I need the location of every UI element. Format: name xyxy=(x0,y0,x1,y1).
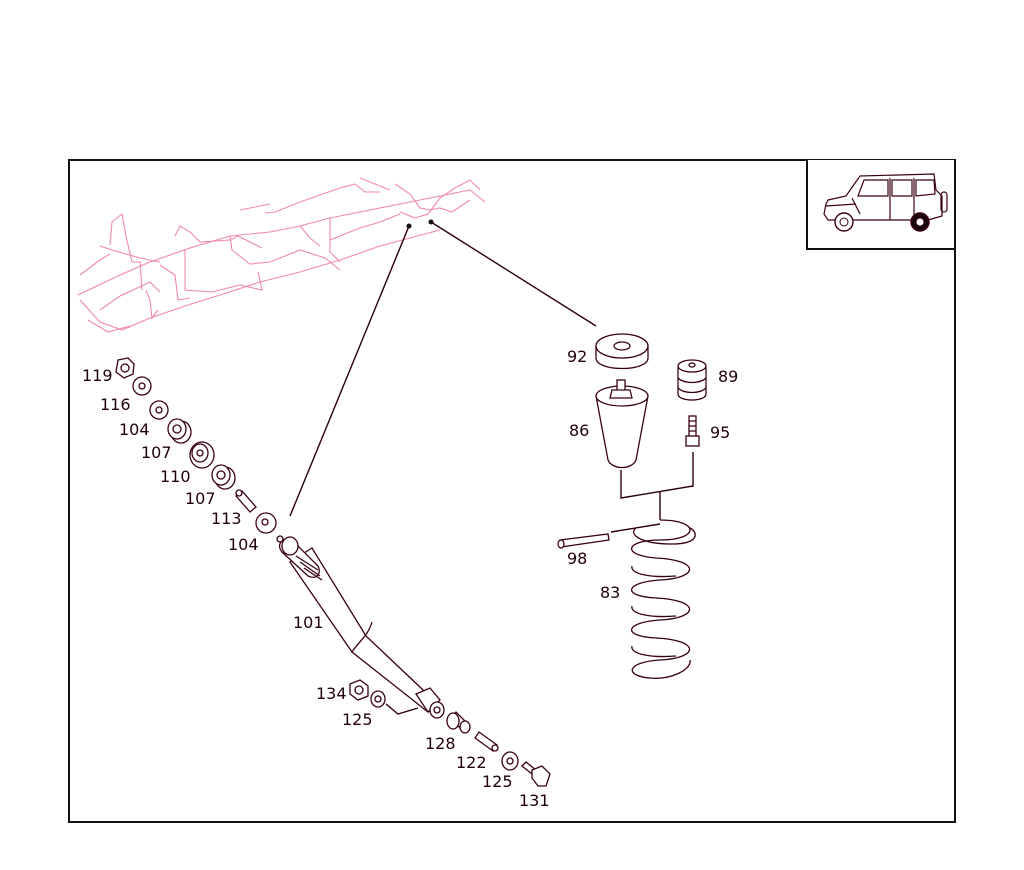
callout-134: 134 xyxy=(316,684,347,703)
callout-104-upper: 104 xyxy=(119,420,150,439)
leader-lines xyxy=(289,219,694,715)
part-92-spring-pad xyxy=(595,333,649,370)
part-101-shock-absorber xyxy=(276,535,445,719)
callout-95: 95 xyxy=(710,423,730,442)
part-107-bushing-upper xyxy=(167,418,192,444)
callout-107-lower: 107 xyxy=(185,489,216,508)
callout-125-upper: 125 xyxy=(342,710,373,729)
callout-92: 92 xyxy=(567,347,587,366)
callout-116: 116 xyxy=(100,395,131,414)
callout-128: 128 xyxy=(425,734,456,753)
callout-86: 86 xyxy=(569,421,589,440)
part-98-pin xyxy=(557,533,610,549)
vehicle-thumbnail xyxy=(806,160,954,250)
part-125-washer-upper xyxy=(370,690,386,708)
callout-104-lower: 104 xyxy=(228,535,259,554)
callout-101: 101 xyxy=(293,613,324,632)
callout-119: 119 xyxy=(82,366,113,385)
upper-mount-hardware xyxy=(115,357,277,534)
lower-mount-hardware xyxy=(349,679,551,787)
callout-125-lower: 125 xyxy=(482,772,513,791)
part-95-screw xyxy=(685,415,700,447)
callout-89: 89 xyxy=(718,367,738,386)
part-104-washer-lower xyxy=(255,512,277,534)
callout-113: 113 xyxy=(211,509,242,528)
callout-98: 98 xyxy=(567,549,587,568)
part-86-cone xyxy=(595,379,649,469)
callout-labels: 119 116 104 107 110 107 113 104 101 134 … xyxy=(82,347,738,810)
callout-131: 131 xyxy=(519,791,550,810)
part-125-washer-lower xyxy=(501,751,519,771)
part-134-hex-nut xyxy=(349,679,369,701)
part-122-sleeve xyxy=(474,731,499,752)
spring-upper-components xyxy=(595,333,707,469)
callout-83: 83 xyxy=(600,583,620,602)
part-104-washer-upper xyxy=(149,400,169,420)
part-83-coil-spring xyxy=(631,519,696,679)
callout-107-upper: 107 xyxy=(141,443,172,462)
part-110-cup-washer xyxy=(189,441,215,469)
part-119-hex-nut xyxy=(115,357,135,379)
part-89-bump-stop xyxy=(677,359,707,401)
part-116-washer xyxy=(132,376,152,396)
callout-122: 122 xyxy=(456,753,487,772)
part-107-bushing-lower xyxy=(211,464,236,490)
part-131-bolt xyxy=(521,761,551,787)
vehicle-suv-side-view-icon xyxy=(823,173,948,232)
chassis-frame-illustration xyxy=(77,177,486,333)
part-128-bushing xyxy=(446,711,471,734)
callout-110: 110 xyxy=(160,467,191,486)
diagram-border xyxy=(68,159,956,823)
part-113-spacer-sleeve xyxy=(235,489,257,513)
